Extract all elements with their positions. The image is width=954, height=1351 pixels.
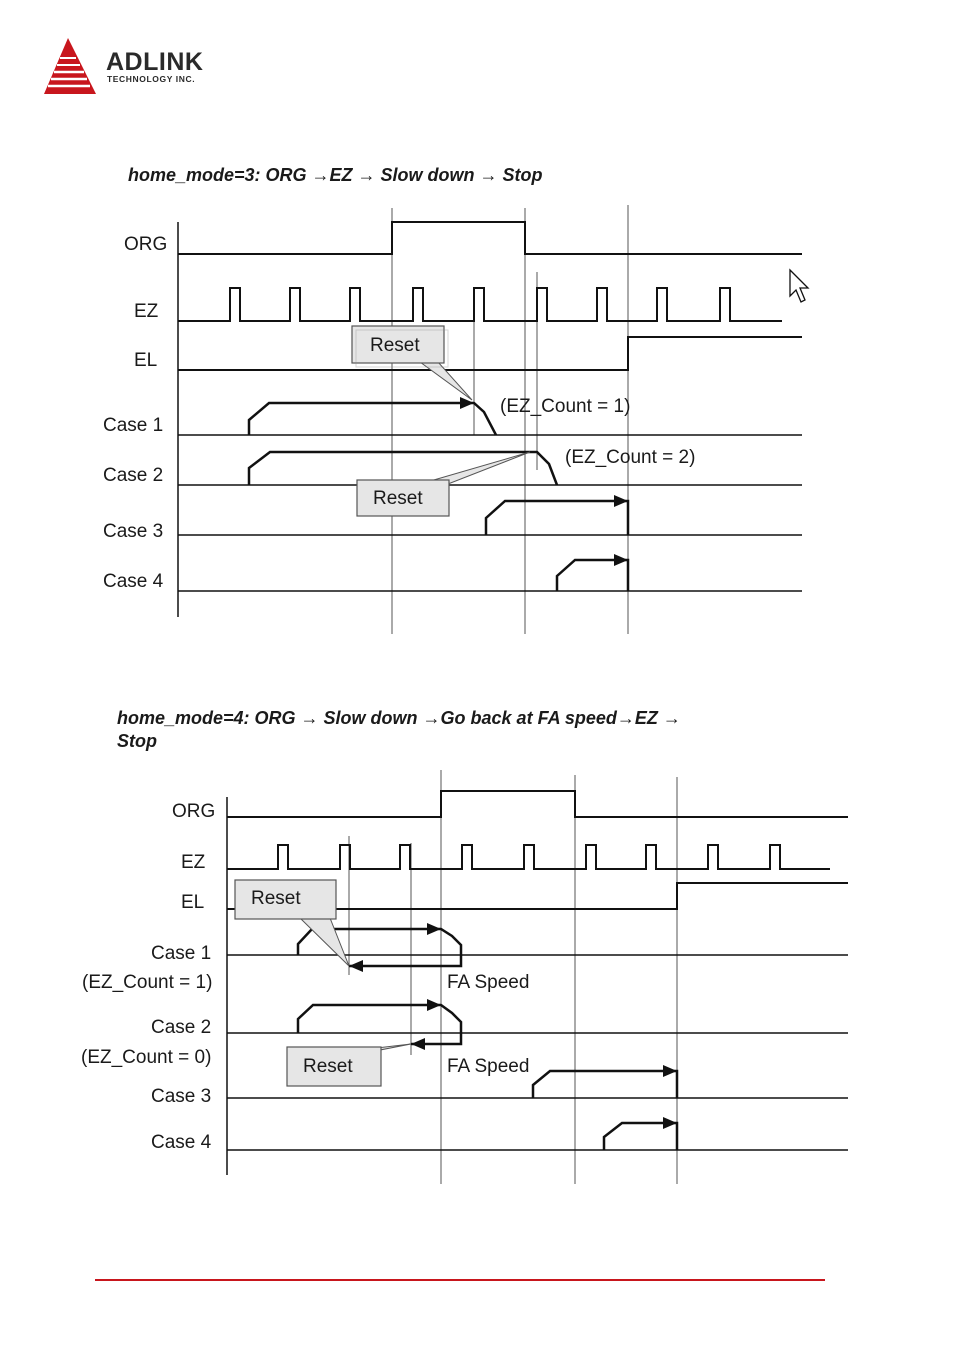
signal-label-case3: Case 3 — [103, 521, 163, 542]
signal-label-case2: Case 2 — [151, 1017, 211, 1038]
callout-reset: Reset — [370, 335, 420, 356]
footer-divider — [95, 1279, 825, 1281]
org-waveform — [227, 790, 848, 818]
signal-label-case4: Case 4 — [103, 571, 164, 592]
signal-label-case1: Case 1 — [103, 415, 163, 436]
signal-label-ez: EZ — [134, 301, 159, 322]
el-waveform — [178, 336, 802, 371]
signal-label-case2: Case 2 — [103, 465, 163, 486]
callout-box — [234, 879, 337, 920]
ez-waveform — [178, 287, 782, 322]
diagram1-title: home_mode=3: ORG →EZ → Slow down → Stop — [128, 165, 543, 185]
org-waveform — [178, 221, 802, 255]
diagram2-title: home_mode=4: ORG → Slow down →Go back at… — [117, 708, 681, 728]
brand-name: ADLINK — [106, 48, 204, 76]
case2-profile — [247, 450, 559, 486]
timing-diagram-home-mode-3: ORG EZ EL Case 1 Case 2 Case 3 Case 4 Re… — [103, 205, 810, 634]
callout-reset: Reset — [251, 888, 301, 909]
brand-subtitle: TECHNOLOGY INC. — [107, 74, 196, 84]
case1-profile — [247, 401, 498, 436]
adlink-logo-icon — [44, 38, 96, 94]
signal-label-org: ORG — [124, 234, 167, 255]
ez-count-annotation: (EZ_Count = 1) — [500, 396, 630, 417]
case1-profile — [296, 927, 463, 968]
callout-box — [351, 325, 445, 364]
diagram2-title-continued: Stop — [117, 731, 157, 751]
callout-pointer — [298, 917, 350, 967]
fa-speed-label: FA Speed — [447, 972, 529, 993]
callout-box — [356, 479, 450, 517]
signal-label-org: ORG — [172, 801, 215, 822]
case4-profile — [602, 1121, 679, 1150]
signal-label-el: EL — [181, 892, 204, 913]
callout-reset: Reset — [373, 488, 423, 509]
cursor-icon — [789, 268, 810, 303]
signal-label-case3: Case 3 — [151, 1086, 211, 1107]
case3-profile — [484, 499, 630, 535]
ez-count-label: (EZ_Count = 0) — [81, 1047, 211, 1068]
case2-profile — [296, 1003, 463, 1046]
ez-count-label: (EZ_Count = 1) — [82, 972, 212, 993]
signal-label-el: EL — [134, 350, 157, 371]
signal-label-case1: Case 1 — [151, 943, 211, 964]
case3-profile — [531, 1069, 679, 1098]
ez-waveform — [227, 844, 830, 870]
signal-label-ez: EZ — [181, 852, 206, 873]
ez-count-annotation: (EZ_Count = 2) — [565, 447, 695, 468]
el-waveform — [227, 882, 848, 910]
callout-reset: Reset — [303, 1056, 353, 1077]
fa-speed-label: FA Speed — [447, 1056, 529, 1077]
callout-box — [286, 1046, 382, 1087]
case4-profile — [555, 558, 630, 591]
signal-label-case4: Case 4 — [151, 1132, 212, 1153]
